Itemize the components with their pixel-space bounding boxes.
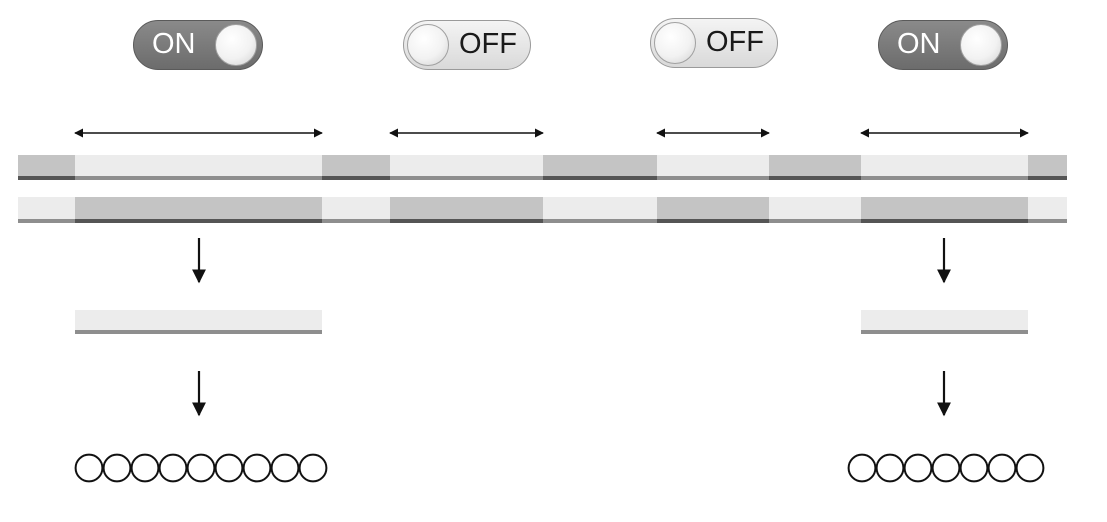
track-segment-dark <box>322 155 390 176</box>
toggle-label-off: OFF <box>459 28 517 60</box>
toggle-knob <box>215 24 257 66</box>
track-segment-light <box>322 197 390 219</box>
bead-circle <box>903 453 933 483</box>
track-segment-light <box>769 197 861 219</box>
extracted-segment-right <box>861 310 1028 334</box>
track-segment-dark <box>1028 155 1067 176</box>
bead-circle <box>130 453 160 483</box>
bead-circle <box>298 453 328 483</box>
toggle-switch-1[interactable]: ON <box>133 20 263 70</box>
bead-chain-left <box>74 453 328 483</box>
track-row-2 <box>18 197 1067 223</box>
bead-circle <box>214 453 244 483</box>
bead-circle <box>270 453 300 483</box>
track-segment-dark <box>861 197 1028 219</box>
bead-chain-right <box>847 453 1045 483</box>
bead-circle <box>959 453 989 483</box>
toggle-label-off: OFF <box>706 26 764 58</box>
track-segment-dark <box>75 197 322 219</box>
bead-circle <box>987 453 1017 483</box>
track-segment-light <box>18 197 75 219</box>
track-segment-light <box>75 155 322 176</box>
toggle-switch-2[interactable]: OFF <box>403 20 531 70</box>
bead-circle <box>158 453 188 483</box>
track-segment-dark <box>769 155 861 176</box>
toggle-switch-4[interactable]: ON <box>878 20 1008 70</box>
toggle-knob <box>654 22 696 64</box>
track-segment-light <box>657 155 769 176</box>
toggle-knob <box>960 24 1002 66</box>
track-segment-light <box>390 155 543 176</box>
bead-circle <box>931 453 961 483</box>
toggle-knob <box>407 24 449 66</box>
bead-circle <box>102 453 132 483</box>
bead-circle <box>1015 453 1045 483</box>
bead-circle <box>847 453 877 483</box>
track-segment-dark <box>18 155 75 176</box>
extracted-segment-left <box>75 310 322 334</box>
bead-circle <box>74 453 104 483</box>
bead-circle <box>186 453 216 483</box>
track-segment-dark <box>390 197 543 219</box>
toggle-label-on: ON <box>152 28 196 60</box>
toggle-switch-3[interactable]: OFF <box>650 18 778 68</box>
track-segment-dark <box>657 197 769 219</box>
track-segment-light <box>861 155 1028 176</box>
track-segment-dark <box>543 155 657 176</box>
bead-circle <box>242 453 272 483</box>
track-segment-light <box>543 197 657 219</box>
track-segment-light <box>1028 197 1067 219</box>
bead-circle <box>875 453 905 483</box>
track-row-1 <box>18 155 1067 180</box>
toggle-label-on: ON <box>897 28 941 60</box>
